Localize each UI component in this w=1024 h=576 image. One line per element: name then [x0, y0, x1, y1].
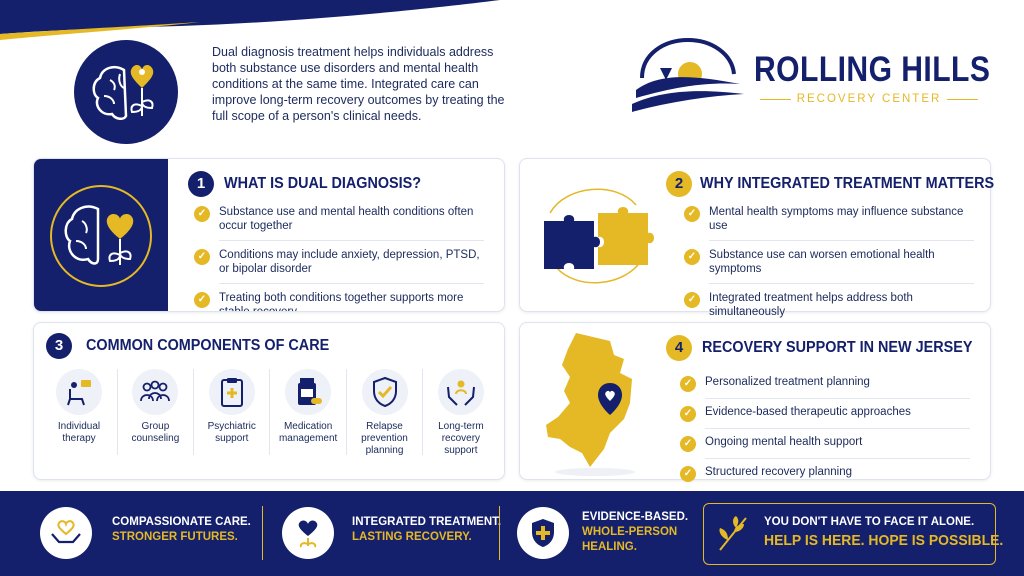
- leaf-branch-icon: [719, 516, 747, 551]
- heart-hands-icon: [40, 507, 92, 559]
- footer-item-compassionate: COMPASSIONATE CARE. STRONGER FUTURES.: [112, 516, 251, 543]
- logo-subtitle: RECOVERY CENTER: [760, 93, 979, 105]
- section3-number: 3: [46, 333, 72, 359]
- check-icon: ✓: [680, 466, 696, 482]
- check-icon: ✓: [194, 249, 210, 265]
- clipboard-medical-icon: [220, 378, 243, 407]
- rolling-hills-logo-icon: [632, 37, 744, 112]
- section2-number: 2: [666, 171, 692, 197]
- check-icon: ✓: [680, 436, 696, 452]
- list-item: ✓Treating both conditions together suppo…: [194, 291, 484, 311]
- footer-hope-callout: YOU DON'T HAVE TO FACE IT ALONE. HELP IS…: [703, 503, 1003, 565]
- section3-title: COMMON COMPONENTS OF CARE: [86, 337, 330, 354]
- footer-item-integrated: INTEGRATED TREATMENT. LASTING RECOVERY.: [352, 516, 502, 543]
- list-item: ✓Conditions may include anxiety, depress…: [194, 248, 484, 276]
- shield-check-icon: [372, 376, 397, 408]
- hands-person-icon: [446, 380, 475, 406]
- puzzle-pieces-icon: [544, 188, 654, 284]
- shield-cross-icon: [517, 507, 569, 559]
- section-what-is-dual-diagnosis: 1 WHAT IS DUAL DIAGNOSIS? ✓Substance use…: [33, 158, 505, 312]
- section-why-integrated-treatment: 2 WHY INTEGRATED TREATMENT MATTERS ✓Ment…: [519, 158, 995, 318]
- therapy-chair-icon: [67, 380, 91, 406]
- new-jersey-map-icon: [546, 333, 635, 476]
- check-icon: ✓: [194, 206, 210, 222]
- section2-title: WHY INTEGRATED TREATMENT MATTERS: [700, 175, 995, 192]
- footer-item-evidence: EVIDENCE-BASED. WHOLE-PERSON HEALING.: [582, 511, 689, 553]
- check-icon: ✓: [684, 292, 700, 308]
- list-item: ✓Substance use and mental health conditi…: [194, 205, 484, 233]
- intro-brain-heart-icon: [74, 40, 178, 144]
- hope-line1: YOU DON'T HAVE TO FACE IT ALONE.: [764, 516, 975, 528]
- section4-number: 4: [666, 335, 692, 361]
- section4-title: RECOVERY SUPPORT IN NEW JERSEY: [702, 339, 973, 356]
- list-item: ✓Evidence-based therapeutic approaches: [680, 405, 970, 422]
- check-icon: ✓: [680, 406, 696, 422]
- brain-heart-icon: [50, 185, 152, 287]
- list-item: ✓Mental health symptoms may influence su…: [684, 205, 974, 233]
- list-item: ✓Integrated treatment helps address both…: [684, 291, 974, 319]
- footer-banner: [0, 491, 1024, 576]
- medication-bottle-icon: [298, 378, 323, 405]
- list-item: ✓Personalized treatment planning: [680, 375, 970, 392]
- heart-leaves-icon: [282, 507, 334, 559]
- logo-subtitle-text: RECOVERY CENTER: [796, 93, 942, 105]
- check-icon: ✓: [680, 376, 696, 392]
- top-swoosh-decoration: [0, 0, 500, 40]
- list-item: ✓Substance use can worsen emotional heal…: [684, 248, 974, 276]
- list-item: ✓Ongoing mental health support: [680, 435, 970, 452]
- group-people-icon: [140, 380, 171, 402]
- intro-text: Dual diagnosis treatment helps individua…: [212, 45, 505, 123]
- section1-number: 1: [188, 171, 214, 197]
- check-icon: ✓: [194, 292, 210, 308]
- hope-line2: HELP IS HERE. HOPE IS POSSIBLE.: [764, 532, 1004, 549]
- list-item: ✓Structured recovery planning: [680, 465, 970, 482]
- check-icon: ✓: [684, 206, 700, 222]
- logo-title: ROLLING HILLS: [754, 50, 991, 89]
- check-icon: ✓: [684, 249, 700, 265]
- section1-title: WHAT IS DUAL DIAGNOSIS?: [224, 175, 422, 192]
- section-recovery-support-nj: 4 RECOVERY SUPPORT IN NEW JERSEY ✓Person…: [519, 322, 991, 482]
- section1-illustration-panel: [34, 159, 168, 311]
